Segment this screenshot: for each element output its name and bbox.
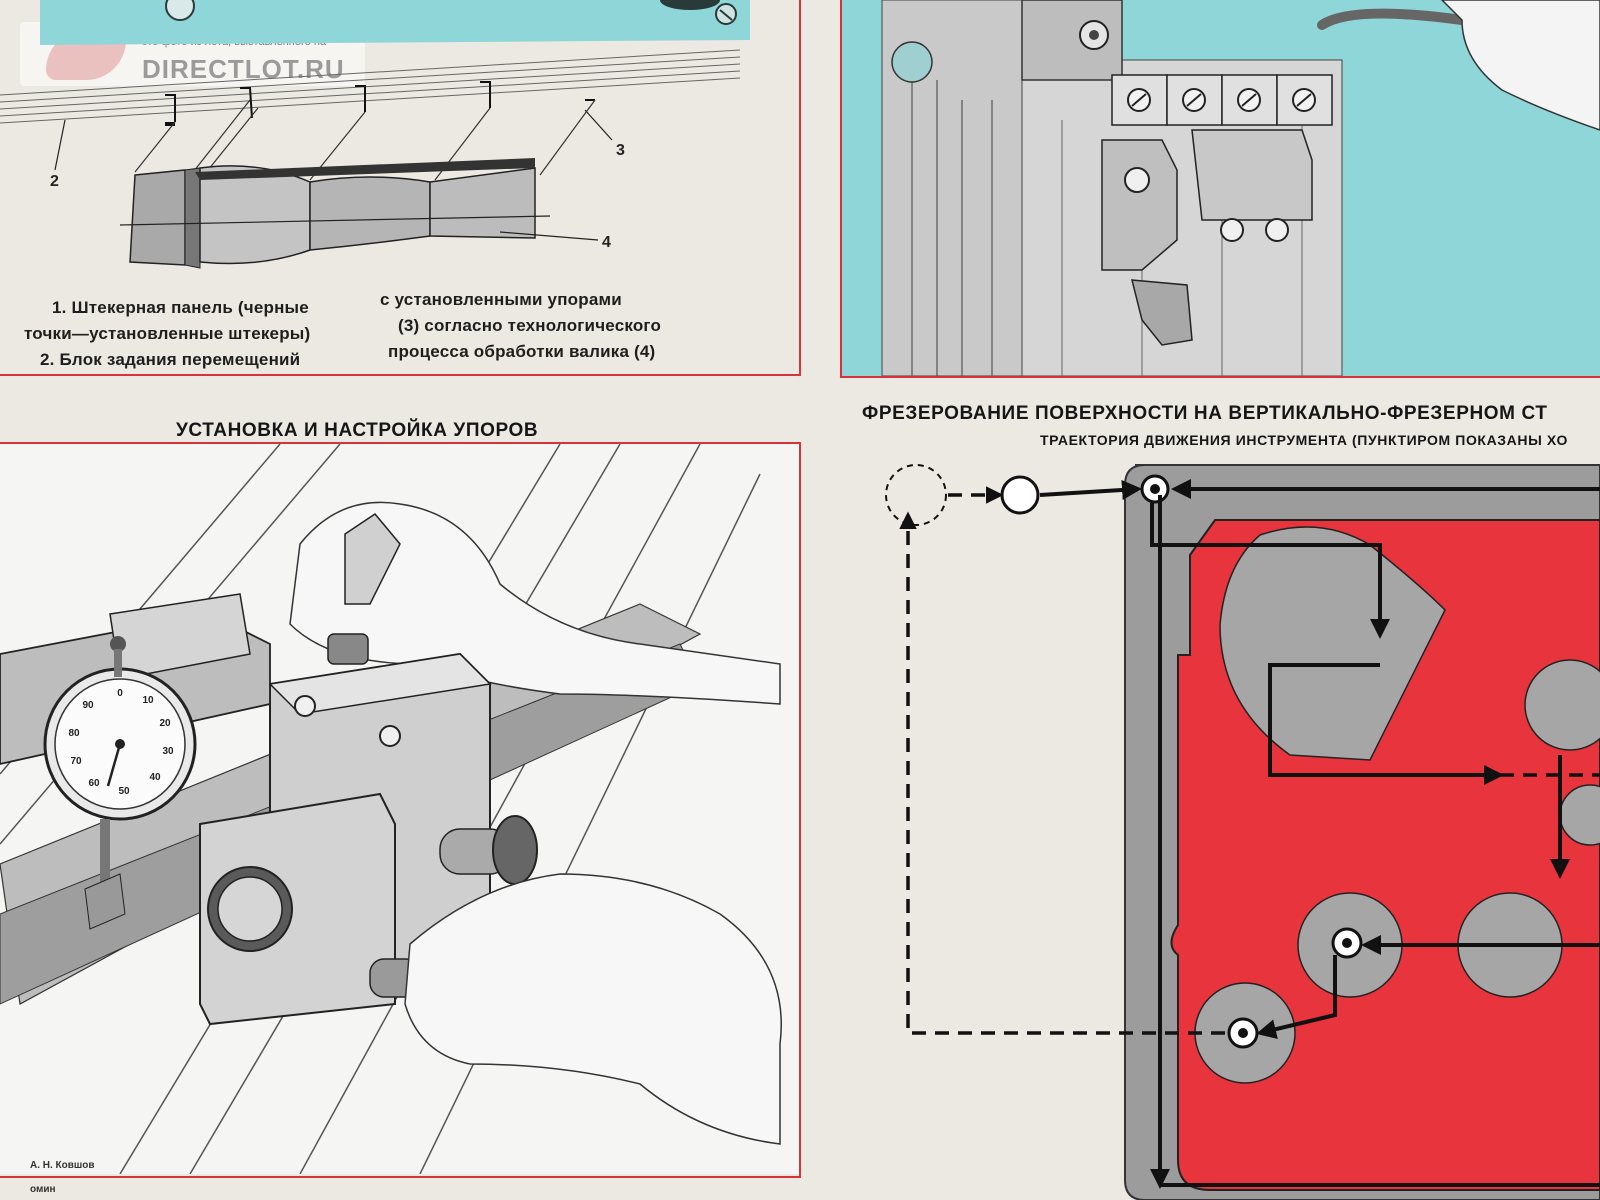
caption-stops-2: (3) согласно технологического	[398, 316, 662, 335]
dial-num-90: 90	[82, 700, 94, 711]
plug-panel	[40, 0, 750, 45]
wrench-icon	[344, 513, 401, 605]
terminal-screw-icons	[1127, 88, 1316, 112]
caption-stops-1: с установленными упорами	[380, 290, 622, 309]
dial-num-10: 10	[142, 695, 154, 706]
tool-position-icon	[1000, 475, 1040, 515]
stops-setup-illustration: 0 10 20 30 40 50 60 70 80 90	[0, 444, 799, 1174]
displacement-lines	[0, 49, 741, 124]
dial-num-40: 40	[149, 772, 161, 783]
block-screw-icon	[294, 695, 316, 717]
trajectory-dashed	[899, 486, 1600, 1035]
title-stops-setup: УСТАНОВКА И НАСТРОЙКА УПОРОВ	[176, 420, 539, 441]
dial-num-30: 30	[162, 746, 174, 757]
dial-num-20: 20	[159, 718, 171, 729]
author-footnote-2: омин	[30, 1184, 56, 1195]
panel-machine-frame	[840, 0, 1600, 378]
watermark-brand: DIRECTLOT.RU	[142, 54, 345, 84]
tool-start-dashed-icon	[885, 464, 947, 526]
plugboard-illustration: 2 3 4	[0, 0, 750, 269]
trajectory-solid	[1039, 479, 1600, 1189]
caption-displacement-block: 2. Блок задания перемещений	[40, 350, 301, 369]
large-cutout	[1219, 526, 1446, 761]
dial-indicator-icon: 0 10 20 30 40 50 60 70 80 90	[43, 636, 197, 930]
title-milling: ФРЕЗЕРОВАНИЕ ПОВЕРХНОСТИ НА ВЕРТИКАЛЬНО-…	[862, 403, 1548, 424]
block-screw-icon-2	[379, 725, 401, 747]
dial-num-0: 0	[117, 688, 123, 699]
terminal-block	[1111, 74, 1333, 126]
workpiece-roller	[119, 158, 551, 269]
dial-num-70: 70	[70, 756, 82, 767]
stop-lever	[1101, 139, 1178, 271]
dial-num-50: 50	[118, 786, 130, 797]
rod	[1317, 8, 1467, 30]
side-knob-icon	[439, 815, 538, 885]
panel-knob-icon	[165, 0, 195, 21]
subtitle-trajectory: ТРАЕКТОРИЯ ДВИЖЕНИЯ ИНСТРУМЕНТА (ПУНКТИР…	[1040, 432, 1568, 448]
lever-screw-icon	[1124, 167, 1150, 193]
dial-num-60: 60	[88, 778, 100, 789]
hand-shape	[1440, 0, 1600, 131]
panel-plugboard-frame	[0, 0, 801, 376]
dial-num-80: 80	[68, 728, 80, 739]
panel-stops-frame	[0, 442, 801, 1178]
lower-hand	[404, 873, 782, 1145]
label-4: 4	[602, 234, 611, 251]
caption-stops-3: процесса обработки валика (4)	[388, 342, 656, 361]
milling-trajectory-diagram	[885, 464, 1600, 1200]
label-2: 2	[50, 173, 59, 190]
machine-detail-illustration	[842, 0, 1600, 376]
label-3: 3	[616, 142, 625, 159]
caption-plugboard-2: точки—установленные штекеры)	[24, 324, 311, 343]
caption-plugboard-1: 1. Штекерная панель (черные	[52, 298, 309, 317]
author-footnote: А. Н. Ковшов	[30, 1160, 95, 1171]
clamp-body	[199, 792, 396, 1026]
